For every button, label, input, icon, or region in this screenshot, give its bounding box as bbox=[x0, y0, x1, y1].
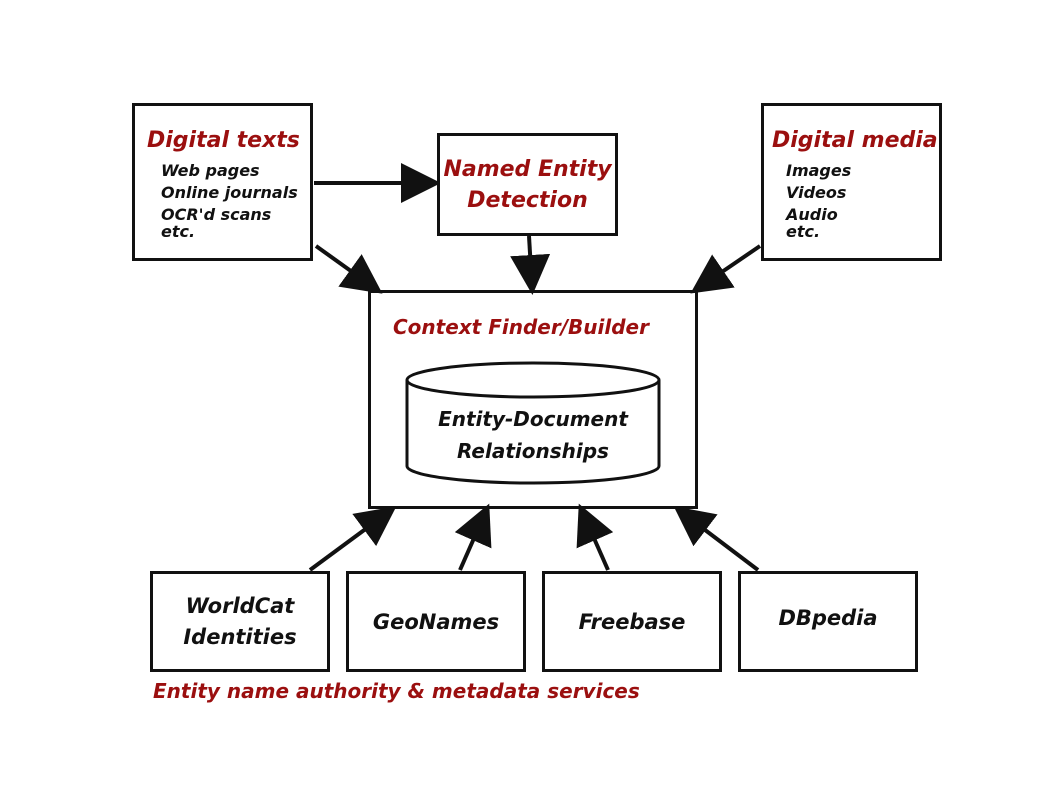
digital-texts-title: Digital texts bbox=[147, 128, 300, 153]
context-finder-builder-box: Context Finder/Builder bbox=[368, 290, 698, 509]
worldcat-identities-box: WorldCat Identities bbox=[150, 571, 330, 672]
arrow-ner-to-context bbox=[510, 235, 551, 295]
digital-media-item: Videos bbox=[786, 183, 847, 202]
digital-texts-box: Digital texts Web pages Online journals … bbox=[132, 103, 313, 261]
digital-media-title: Digital media bbox=[772, 128, 938, 153]
arrow-worldcat-to-context bbox=[308, 506, 397, 572]
digital-media-item: Images bbox=[786, 161, 852, 180]
context-title: Context Finder/Builder bbox=[393, 315, 649, 339]
services-caption: Entity name authority & metadata service… bbox=[153, 679, 640, 703]
service-label: GeoNames bbox=[372, 609, 500, 634]
digital-texts-item: Web pages bbox=[161, 161, 260, 180]
digital-media-item: etc. bbox=[786, 222, 821, 241]
arrow-freebase-to-context bbox=[576, 503, 614, 571]
database-cylinder-icon bbox=[405, 361, 661, 485]
digital-media-item: Audio bbox=[786, 205, 838, 224]
digital-texts-item: Online journals bbox=[161, 183, 298, 202]
geonames-box: GeoNames bbox=[346, 571, 526, 672]
arrow-dbpedia-to-context bbox=[673, 506, 760, 572]
db-label-line2: Relationships bbox=[457, 439, 609, 463]
freebase-box: Freebase bbox=[542, 571, 722, 672]
arrow-geonames-to-context bbox=[454, 503, 492, 571]
ner-title-line2: Detection bbox=[467, 187, 588, 213]
service-label: DBpedia bbox=[778, 606, 878, 630]
ner-title-line1: Named Entity bbox=[443, 156, 612, 182]
service-label: Freebase bbox=[578, 609, 686, 634]
arrow-media-to-context bbox=[690, 244, 762, 294]
entity-document-relationships-label: Entity-Document Relationships bbox=[410, 400, 656, 470]
service-label-line1: WorldCat bbox=[185, 593, 295, 618]
digital-texts-item: etc. bbox=[161, 222, 196, 241]
arrow-texts-to-context bbox=[314, 244, 383, 294]
service-label-line2: Identities bbox=[183, 624, 297, 649]
digital-texts-item: OCR'd scans bbox=[161, 205, 272, 224]
dbpedia-box: DBpedia bbox=[738, 571, 918, 672]
named-entity-detection-box: Named Entity Detection bbox=[437, 133, 618, 236]
db-label-line1: Entity-Document bbox=[438, 407, 628, 431]
digital-media-box: Digital media Images Videos Audio etc. bbox=[761, 103, 942, 261]
